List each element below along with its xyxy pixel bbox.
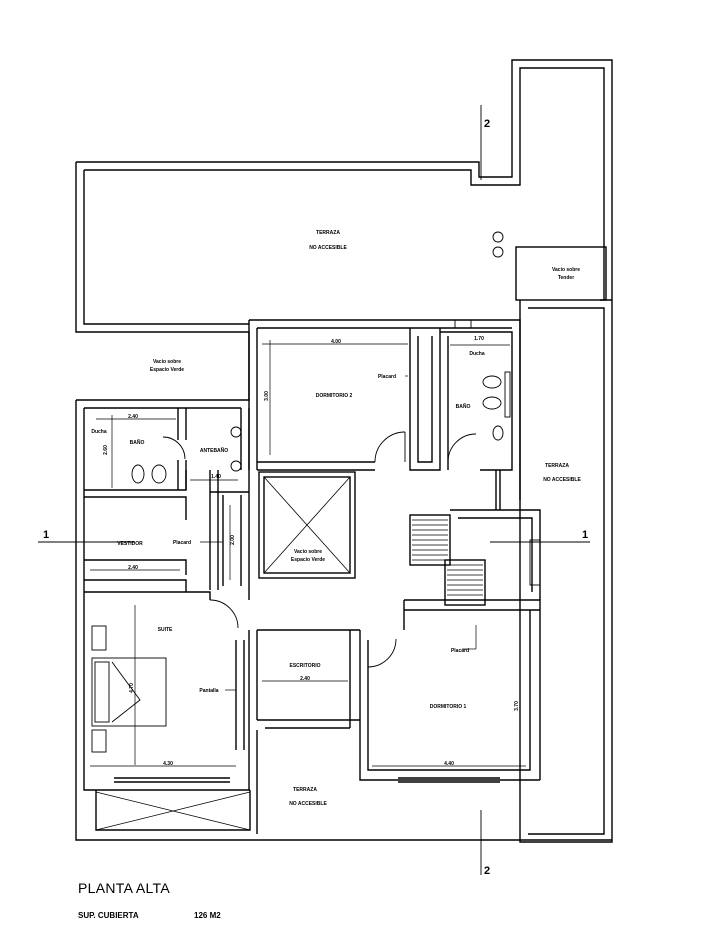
vacio-tender-box — [515, 246, 607, 301]
label-terraza-bottom: TERRAZA — [293, 787, 317, 793]
stair-lower — [444, 559, 486, 606]
door-swings — [162, 431, 477, 668]
dim-placard-height: 2.00 — [230, 535, 236, 545]
toilet-icon — [131, 464, 145, 484]
walls — [75, 59, 613, 843]
label-pantalla: Pantalla — [199, 688, 218, 694]
label-bano-left: BAÑO — [130, 439, 145, 446]
surface-label: SUP. CUBIERTA — [78, 911, 139, 920]
dim-antebano-width: 1.40 — [211, 474, 221, 480]
label-bano-right: BAÑO — [456, 403, 471, 410]
dim-d1-width: 4.40 — [444, 761, 454, 767]
label-terraza-bottom-sub: NO ACCESIBLE — [289, 801, 327, 807]
axis-2-bottom: 2 — [484, 865, 490, 877]
axis-lines — [38, 105, 590, 875]
label-escritorio: ESCRITORIO — [289, 663, 320, 669]
dimension-lines — [90, 340, 526, 768]
dim-d2-width: 4.00 — [331, 339, 341, 345]
dim-bano-right-width: 1.70 — [474, 336, 484, 342]
label-ducha-right: Ducha — [469, 351, 485, 357]
furniture — [91, 231, 541, 753]
label-placard-d2: Placard — [378, 374, 396, 380]
label-dormitorio-1: DORMITORIO 1 — [430, 704, 467, 710]
dim-bano-left-height: 2.60 — [103, 445, 109, 455]
dim-escritorio-width: 2.40 — [300, 676, 310, 682]
axis-1-right: 1 — [582, 529, 588, 541]
surface-value: 126 M2 — [194, 911, 221, 920]
sink-icon — [151, 464, 167, 484]
label-suite: SUITE — [158, 627, 173, 633]
label-vacio-tender-sub: Tender — [558, 275, 574, 281]
stair-treads — [412, 519, 483, 601]
label-antebano: ANTEBAÑO — [200, 447, 228, 454]
stair-upper — [409, 514, 451, 566]
label-vacio-espacio-sub: Espacio Verde — [150, 367, 184, 373]
label-vestidor: VESTIDOR — [117, 541, 143, 547]
dim-suite-height: 4.70 — [129, 683, 135, 693]
label-terraza-top-sub: NO ACCESIBLE — [309, 245, 347, 251]
label-terraza-right-sub: NO ACCESIBLE — [543, 477, 581, 483]
dim-d1-height: 3.70 — [514, 701, 520, 711]
vacio-central-box — [258, 471, 356, 579]
dim-d2-height: 3.00 — [264, 391, 270, 401]
void-crosses — [95, 476, 351, 831]
label-dormitorio-2: DORMITORIO 2 — [316, 393, 353, 399]
label-terraza-right: TERRAZA — [545, 463, 569, 469]
dim-bano-left-width: 2.40 — [128, 414, 138, 420]
label-vacio-central-sub: Espacio Verde — [291, 557, 325, 563]
label-vacio-espacio: Vacio sobre — [153, 359, 181, 365]
bed-icon — [91, 657, 167, 727]
axis-2-top: 2 — [484, 118, 490, 130]
label-vacio-central: Vacio sobre — [294, 549, 322, 555]
label-ducha-left: Ducha — [91, 429, 107, 435]
axis-1-left: 1 — [43, 529, 49, 541]
label-placard-vestidor: Placard — [173, 540, 191, 546]
dim-suite-width: 4.30 — [163, 761, 173, 767]
fixture-icon — [492, 231, 504, 243]
label-placard-d1: Placard — [451, 648, 469, 654]
label-terraza-top: TERRAZA — [316, 230, 340, 236]
label-vacio-tender: Vacio sobre — [552, 267, 580, 273]
dim-vestidor-width: 2.40 — [128, 565, 138, 571]
plan-title: PLANTA ALTA — [78, 880, 171, 896]
